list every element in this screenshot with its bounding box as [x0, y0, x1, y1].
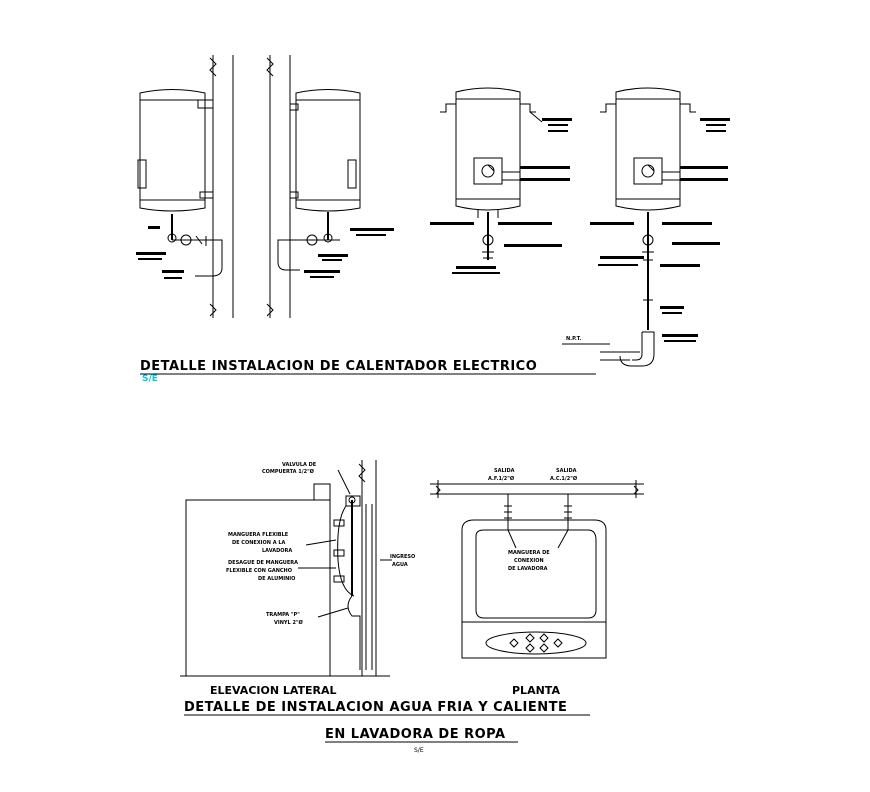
drain-label-1: DESAGUE DE MANGUERA: [228, 560, 298, 566]
hose-label-2: DE CONEXION A LA: [232, 540, 286, 546]
drain-label-2: FLEXIBLE CON GANCHO: [226, 568, 292, 574]
heater-1-side-view: [136, 55, 234, 318]
elevation-view-label: ELEVACION LATERAL: [210, 684, 337, 697]
outlet-cold-label-2: A.F.1/2"Ø: [488, 475, 515, 482]
trap-label-2: VINYL 2"Ø: [274, 619, 304, 626]
plan-hose-label-2: CONEXION: [514, 558, 544, 564]
washer-section-title-1: DETALLE DE INSTALACION AGUA FRIA Y CALIE…: [184, 700, 567, 715]
hose-label-1: MANGUERA FLEXIBLE: [228, 532, 289, 538]
inlet-label-2: AGUA: [392, 562, 408, 568]
outlet-hot-label-1: SALIDA: [556, 468, 577, 474]
washer-side-elevation: VALVULA DE COMPUERTA 1/2"Ø MANGUERA FLEX…: [180, 460, 415, 677]
drain-label-3: DE ALUMINIO: [258, 576, 295, 582]
outlet-hot-label-2: A.C.1/2"Ø: [550, 475, 578, 482]
outlet-cold-label-1: SALIDA: [494, 468, 515, 474]
heater-section-scale: S/E: [142, 374, 158, 384]
washer-section-title-2: EN LAVADORA DE ROPA: [325, 727, 506, 742]
plan-hose-label-3: DE LAVADORA: [508, 566, 548, 572]
plan-hose-label-1: MANGUERA DE: [508, 550, 550, 556]
plan-view-label: PLANTA: [512, 684, 560, 697]
inlet-label-1: INGRESO: [390, 554, 415, 560]
valve-label-1: VALVULA DE: [282, 462, 317, 468]
valve-label-2: COMPUERTA 1/2"Ø: [262, 468, 315, 475]
hose-label-3: LAVADORA: [262, 548, 292, 554]
heater-3-front-view: [430, 87, 572, 274]
npt-label: N.P.T.: [566, 336, 581, 342]
washer-section-scale: S/E: [414, 747, 424, 754]
washer-plan-view: SALIDA A.F.1/2"Ø SALIDA A.C.1/2"Ø MANGUE…: [430, 468, 644, 659]
heater-section-title: DETALLE INSTALACION DE CALENTADOR ELECTR…: [140, 359, 537, 374]
heater-2-side-view: [266, 55, 394, 318]
heater-4-front-view: N.P.T.: [562, 87, 730, 367]
trap-label-1: TRAMPA "P": [266, 612, 300, 618]
